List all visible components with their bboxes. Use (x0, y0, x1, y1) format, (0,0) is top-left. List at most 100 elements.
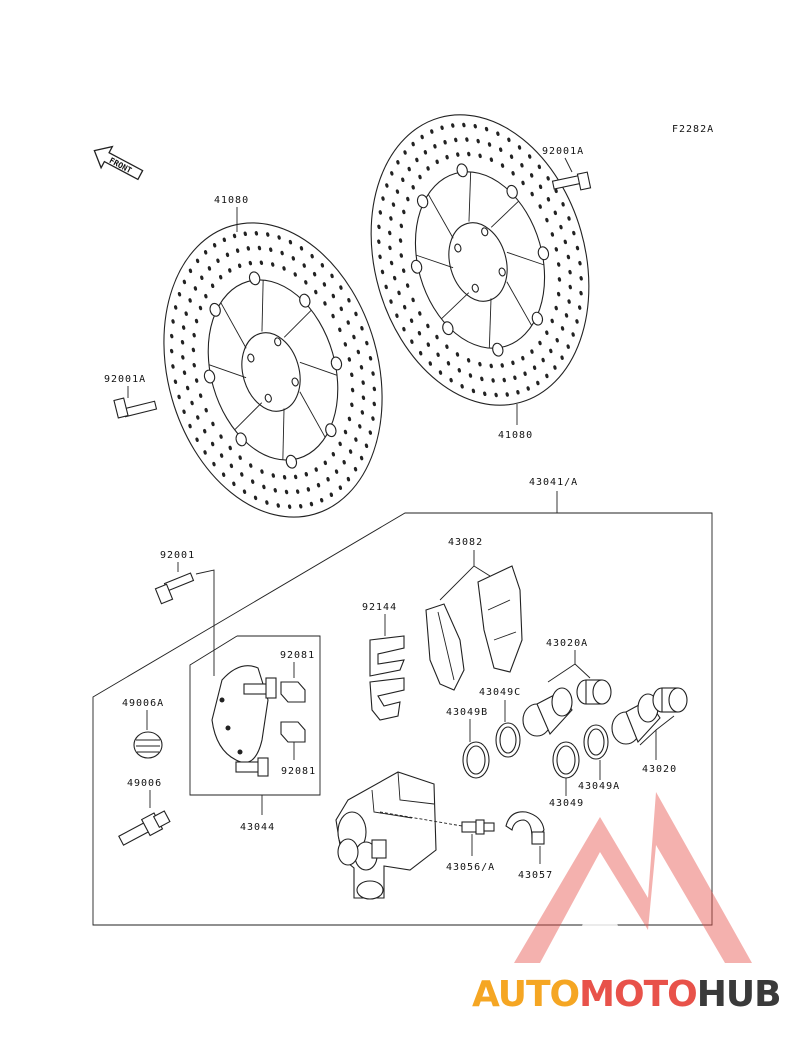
disc-button (235, 432, 247, 447)
caliper-bracket (211, 665, 277, 777)
disc-hole (365, 340, 369, 346)
disc-hole (505, 392, 509, 397)
disc-hole (198, 305, 203, 311)
disc-hole (361, 380, 365, 385)
disc-hole (191, 347, 196, 353)
disc-hole (174, 305, 178, 310)
disc-hole (478, 361, 482, 367)
disc-hole (438, 370, 443, 375)
disc-hole (451, 123, 455, 128)
disc-hole (554, 305, 558, 311)
disc-hole (499, 147, 503, 152)
disc-hole (253, 495, 258, 501)
disc-hole (314, 289, 318, 295)
label-43057: 43057 (518, 870, 553, 881)
disc-hole (395, 189, 400, 194)
disc-hole (280, 250, 284, 256)
watermark-part2: MOTO (579, 974, 697, 1015)
disc-hole (466, 358, 471, 363)
disc-hole (428, 361, 432, 366)
disc-hole (359, 365, 364, 370)
bolt-top (551, 171, 592, 191)
disc-button (285, 454, 298, 469)
disc-hole (331, 293, 336, 299)
disc-hole (372, 386, 376, 392)
disc-hole (500, 363, 504, 368)
disc-hole (343, 429, 348, 435)
disc-hole (567, 216, 571, 221)
disc-hole (356, 349, 361, 355)
disc-hole (323, 460, 327, 466)
label-43056a: 43056/A (446, 862, 495, 873)
label-92001a-top: 92001A (542, 146, 584, 157)
disc-spoke (299, 391, 326, 438)
disc-hole (410, 339, 414, 344)
disc-hole (402, 209, 406, 215)
disc-hole (513, 375, 517, 380)
disc-hole (556, 291, 561, 297)
disc-hole (538, 340, 542, 346)
disc-hole (343, 342, 348, 347)
hub-hole (481, 227, 489, 237)
disc-hole (284, 489, 289, 495)
label-43041a: 43041/A (529, 477, 578, 488)
disc-hole (385, 183, 389, 188)
disc-spoke (468, 171, 472, 222)
disc-hole (228, 445, 232, 451)
disc-hole (265, 500, 269, 505)
disc-hole (537, 164, 541, 170)
disc-hole (251, 479, 255, 484)
disc-hole (177, 291, 182, 297)
disc-hole (426, 342, 430, 347)
disc-hole (560, 355, 564, 360)
disc-hole (203, 450, 207, 455)
disc-hole (266, 232, 270, 237)
disc-hole (371, 416, 375, 421)
disc-hole (260, 469, 264, 474)
label-49006a: 49006A (122, 698, 164, 709)
disc-hole (381, 196, 385, 201)
disc-hole (575, 245, 580, 251)
disc-button (456, 163, 468, 178)
disc-hole (210, 441, 215, 447)
label-43049c: 43049C (479, 687, 521, 698)
disc-hole (415, 157, 419, 163)
disc-hole (293, 474, 298, 480)
bolt-left (113, 397, 158, 419)
disc-hole (257, 245, 262, 251)
disc-hole (390, 171, 394, 176)
label-43049b: 43049B (446, 707, 488, 718)
disc-hole (203, 428, 207, 434)
disc-hole (249, 463, 253, 468)
piston-boot-top (576, 679, 612, 705)
watermark-text: AUTOMOTOHUB (472, 974, 782, 1015)
disc-hole (243, 231, 247, 237)
boot (133, 731, 163, 759)
disc-hole (323, 301, 327, 306)
pad-clip-bottom (280, 721, 306, 743)
disc-hole (181, 325, 186, 330)
disc-hole (310, 253, 314, 259)
disc-hole (371, 371, 375, 376)
disc-hole (489, 157, 494, 162)
piston-top (522, 687, 573, 737)
disc-spoke (488, 298, 492, 349)
disc-hole (489, 363, 493, 369)
disc-hole (423, 150, 428, 155)
disc-hole (405, 283, 410, 288)
disc-hole (347, 416, 352, 422)
label-92144: 92144 (362, 602, 397, 613)
disc-hole (433, 144, 437, 149)
disc-hole (554, 247, 558, 252)
disc-hole (195, 258, 200, 264)
disc-hole (440, 125, 444, 130)
disc-hole (398, 238, 403, 243)
disc-hole (198, 393, 203, 398)
disc-hole (419, 350, 423, 356)
disc-hole (418, 174, 422, 180)
disc-hole (579, 276, 583, 281)
disc-hole (372, 401, 376, 407)
disc-hole (350, 402, 354, 408)
disc-hole (546, 176, 550, 181)
disc-hole (170, 333, 174, 339)
